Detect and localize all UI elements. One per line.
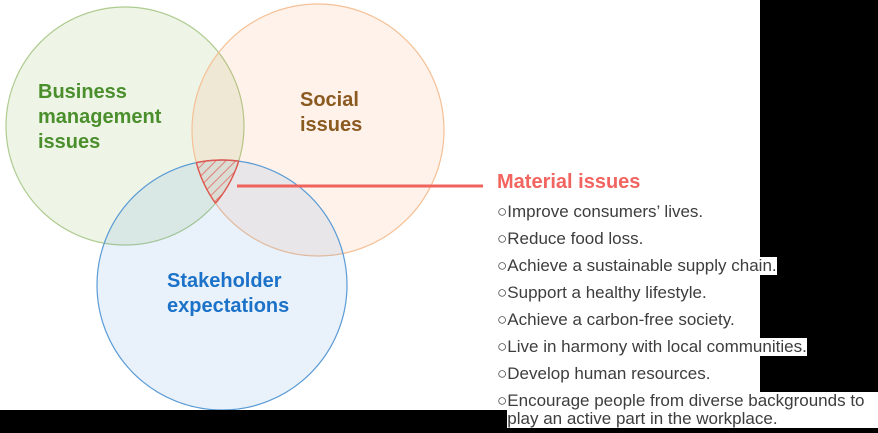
list-item: ○ Live in harmony with local communities…: [497, 338, 878, 356]
circle-bullet-icon: ○: [497, 364, 508, 383]
list-item: ○ Achieve a carbon-free society.: [497, 311, 878, 329]
list-item-text: Reduce food loss.: [507, 229, 644, 248]
list-item-text: Encourage people from diverse background…: [507, 392, 878, 428]
list-item: ○ Improve consumers’ lives.: [497, 203, 878, 221]
list-item: ○ Reduce food loss.: [497, 230, 878, 248]
stakeholder-circle-label: Stakeholder expectations: [167, 270, 290, 317]
list-item: ○ Develop human resources.: [497, 365, 878, 383]
circle-bullet-icon: ○: [497, 391, 508, 410]
business-circle-label: Business management issues: [38, 81, 162, 153]
list-item: ○ Achieve a sustainable supply chain.: [497, 257, 878, 275]
social-circle: [191, 3, 445, 257]
list-item-text: Develop human resources.: [507, 364, 711, 383]
venn-diagram: [5, 3, 483, 410]
circle-bullet-icon: ○: [497, 229, 508, 248]
material-intersection-hatch: [192, 159, 244, 245]
circle-bullet-icon: ○: [497, 310, 508, 329]
list-item-text: Achieve a sustainable supply chain.: [507, 256, 777, 275]
circle-bullet-icon: ○: [497, 202, 508, 221]
list-item-text: Support a healthy lifestyle.: [507, 283, 707, 302]
circle-bullet-icon: ○: [497, 337, 508, 356]
material-issues-title: Material issues: [497, 171, 641, 193]
list-item: ○ Support a healthy lifestyle.: [497, 284, 878, 302]
material-issues-list: ○ Improve consumers’ lives. ○ Reduce foo…: [497, 203, 878, 433]
circle-bullet-icon: ○: [497, 283, 508, 302]
circle-bullet-icon: ○: [497, 256, 508, 275]
list-item: ○ Encourage people from diverse backgrou…: [497, 392, 878, 428]
list-item-text: Improve consumers’ lives.: [507, 202, 704, 221]
business-circle: [5, 6, 245, 246]
list-item-text: Live in harmony with local communities.: [507, 337, 807, 356]
social-circle-label: Social issues: [300, 89, 363, 136]
list-item-text: Achieve a carbon-free society.: [507, 310, 735, 329]
